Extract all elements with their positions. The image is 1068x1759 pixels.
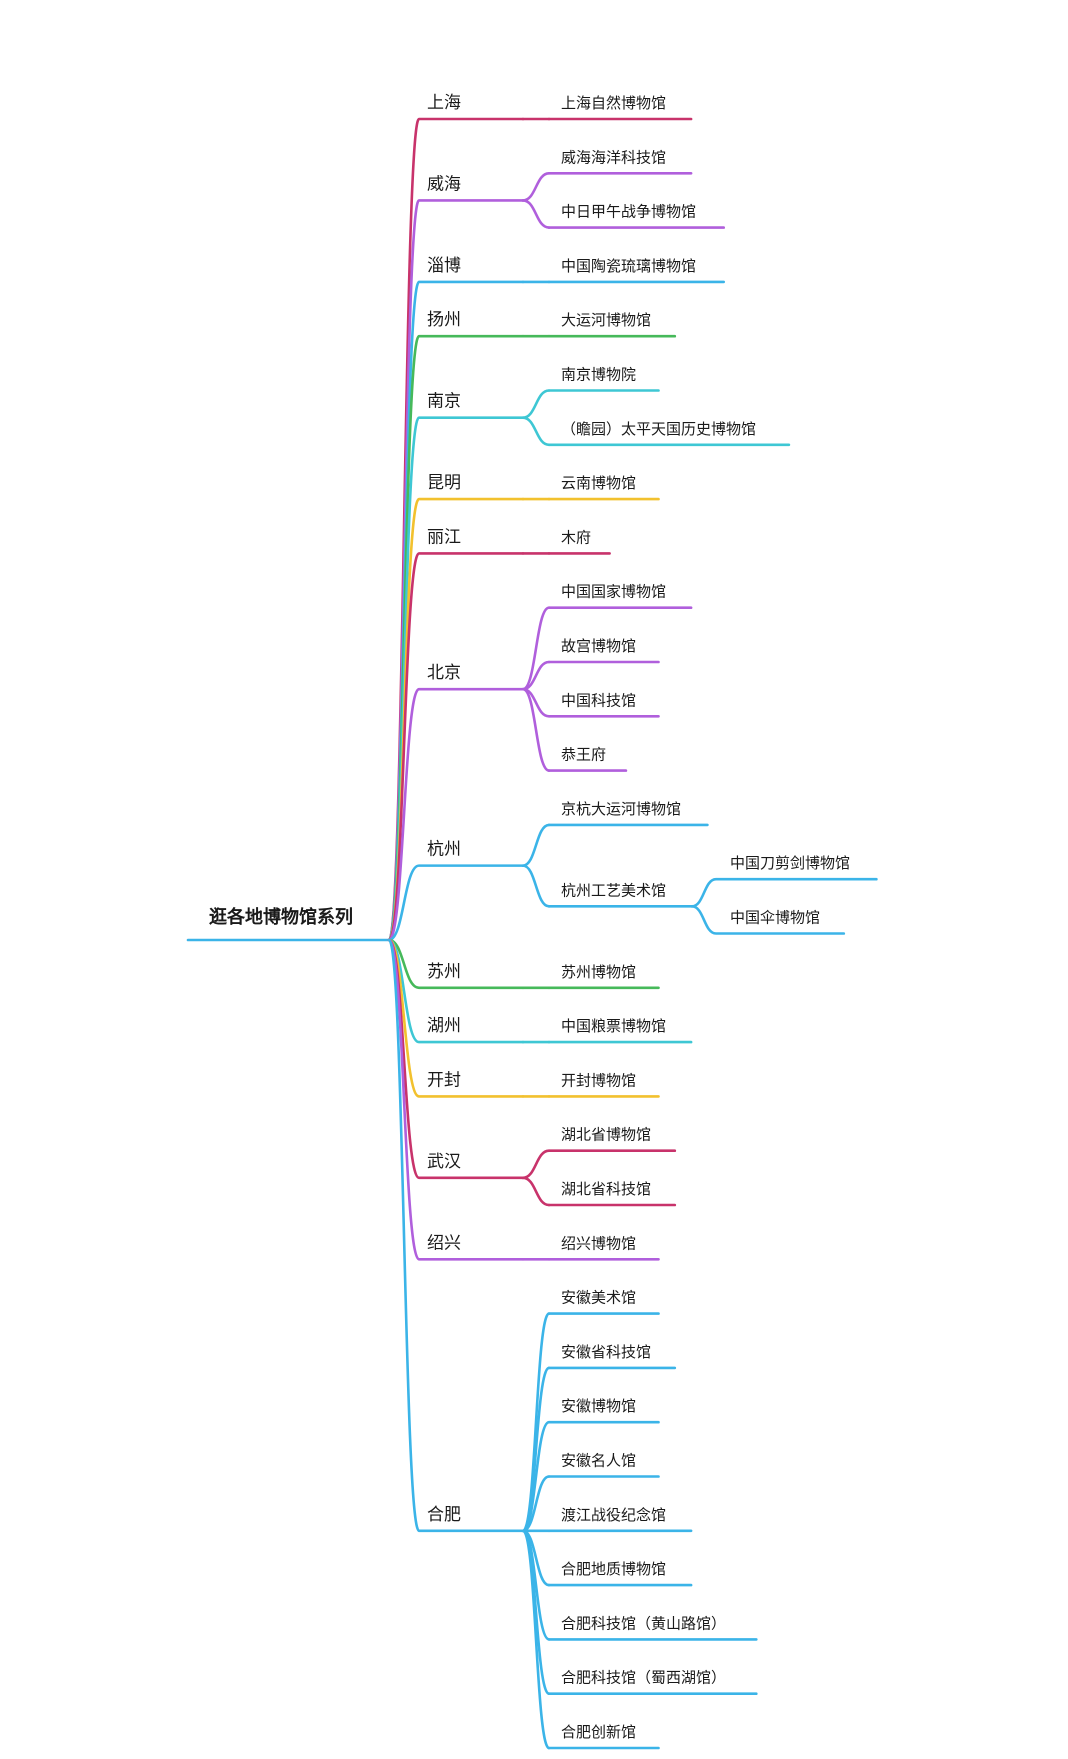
city-node-label[interactable]: 威海	[427, 174, 461, 194]
museum-node-label[interactable]: 云南博物馆	[561, 474, 636, 492]
city-node-label[interactable]: 淄博	[427, 256, 461, 276]
city-node-label[interactable]: 开封	[427, 1070, 461, 1090]
museum-node-label[interactable]: 京杭大运河博物馆	[561, 800, 681, 818]
museum-node-label[interactable]: 安徽名人馆	[561, 1452, 636, 1470]
museum-node-label[interactable]: 南京博物院	[561, 366, 636, 384]
city-node-label[interactable]: 绍兴	[427, 1233, 461, 1253]
leaf-branch-connector	[521, 1176, 551, 1207]
museum-node-label[interactable]: 中国粮票博物馆	[561, 1017, 666, 1035]
museum-node-label[interactable]: 渡江战役纪念馆	[561, 1506, 666, 1524]
leaf-branch-connector	[521, 1475, 551, 1533]
sub-museum-node-label[interactable]: 中国伞博物馆	[730, 909, 820, 927]
leaf-branch-connector	[521, 199, 551, 229]
museum-node-label[interactable]: 安徽博物馆	[561, 1397, 636, 1415]
museum-node-label[interactable]: 中日甲午战争博物馆	[561, 203, 696, 221]
museum-node-label[interactable]: 合肥科技馆（蜀西湖馆）	[561, 1669, 726, 1687]
museum-node-label[interactable]: 安徽美术馆	[561, 1289, 636, 1307]
museum-node-label[interactable]: 恭王府	[561, 746, 606, 764]
museum-node-label[interactable]: 苏州博物馆	[561, 963, 636, 981]
museum-node-label[interactable]: 合肥创新馆	[561, 1723, 636, 1741]
museum-node-label[interactable]: 故宫博物馆	[561, 637, 636, 655]
museum-node-label[interactable]: 合肥地质博物馆	[561, 1560, 666, 1578]
leaf-branch-connector	[521, 1420, 551, 1533]
city-node-label[interactable]: 北京	[427, 663, 461, 683]
leaf-branch-connector	[521, 172, 551, 202]
leaf-branch-connector	[521, 416, 551, 447]
museum-node-label[interactable]: 湖北省博物馆	[561, 1126, 651, 1144]
city-node-label[interactable]: 武汉	[427, 1152, 461, 1172]
city-node-label[interactable]: 丽江	[427, 527, 461, 547]
city-node-label[interactable]: 南京	[427, 392, 461, 412]
city-branch-connector	[387, 687, 525, 942]
city-node-label[interactable]: 上海	[427, 93, 461, 113]
museum-node-label[interactable]: 大运河博物馆	[561, 311, 651, 329]
city-node-label[interactable]: 合肥	[427, 1505, 461, 1525]
museum-node-label[interactable]: 绍兴博物馆	[561, 1234, 636, 1252]
museum-node-label[interactable]: 开封博物馆	[561, 1071, 636, 1089]
museum-node-label[interactable]: 安徽省科技馆	[561, 1343, 651, 1361]
museum-node-label[interactable]: 上海自然博物馆	[561, 94, 666, 112]
museum-node-label[interactable]: （瞻园）太平天国历史博物馆	[561, 420, 756, 438]
leaf-branch-connector	[521, 864, 551, 908]
museum-node-label[interactable]: 中国国家博物馆	[561, 583, 666, 601]
sub-branch-connector	[690, 877, 878, 908]
city-node-label[interactable]: 苏州	[427, 962, 461, 982]
city-branch-connector	[387, 938, 525, 1261]
root-node-label[interactable]: 逛各地博物馆系列	[209, 906, 353, 928]
leaf-branch-connector	[521, 606, 551, 691]
city-branch-connector	[387, 497, 525, 942]
city-branch-connector	[387, 864, 525, 942]
museum-node-label[interactable]: 中国科技馆	[561, 691, 636, 709]
leaf-branch-connector	[521, 1149, 551, 1180]
museum-node-label[interactable]: 合肥科技馆（黄山路馆）	[561, 1614, 726, 1632]
sub-branch-connector	[690, 905, 846, 935]
museum-node-label[interactable]: 中国陶瓷琉璃博物馆	[561, 257, 696, 275]
city-node-label[interactable]: 杭州	[427, 840, 461, 860]
leaf-branch-connector	[521, 687, 551, 772]
leaf-branch-connector	[521, 823, 551, 867]
city-node-label[interactable]: 昆明	[427, 473, 461, 493]
museum-node-label[interactable]: 湖北省科技馆	[561, 1180, 651, 1198]
leaf-branch-connector	[521, 1529, 551, 1750]
museum-node-label[interactable]: 威海海洋科技馆	[561, 148, 666, 166]
sub-museum-node-label[interactable]: 中国刀剪剑博物馆	[730, 854, 850, 872]
mind-map-connectors	[186, 117, 878, 1750]
leaf-branch-connector	[521, 389, 551, 419]
city-node-label[interactable]: 湖州	[427, 1016, 461, 1036]
city-branch-connector	[387, 938, 525, 1533]
museum-node-label[interactable]: 木府	[561, 528, 591, 546]
museum-node-label[interactable]: 杭州工艺美术馆	[561, 881, 666, 899]
city-node-label[interactable]: 扬州	[427, 310, 461, 330]
